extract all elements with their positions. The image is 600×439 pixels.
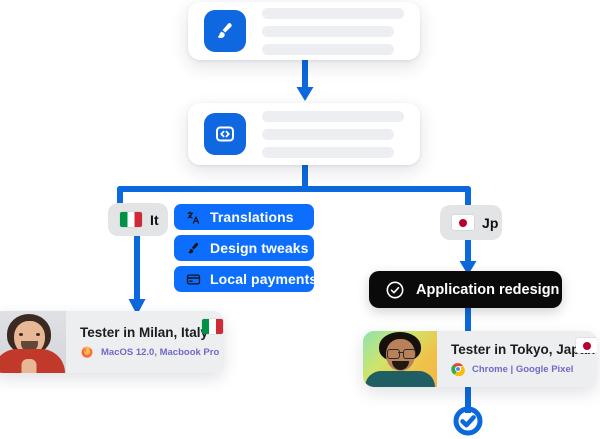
- skeleton-line: [262, 25, 395, 37]
- tester-info: Tester in Tokyo, Japan Chrome | Google P…: [437, 331, 597, 387]
- paintbrush-icon: [186, 241, 201, 256]
- italy-flag-icon: [120, 212, 142, 227]
- translate-icon: [186, 210, 201, 225]
- connector-tokyo-to-end: [465, 385, 471, 413]
- tester-card-milan[interactable]: Tester in Milan, Italy MacOS 12.0, Macbo…: [0, 311, 224, 373]
- badge-locale-jp-label: Jp: [482, 214, 499, 231]
- code-card[interactable]: [188, 103, 420, 165]
- skeleton-lines: [262, 110, 404, 158]
- tester-meta-label: Chrome | Google Pixel: [472, 363, 574, 375]
- chip-design-tweaks[interactable]: Design tweaks: [174, 235, 314, 261]
- tester-card-tokyo[interactable]: Tester in Tokyo, Japan Chrome | Google P…: [363, 331, 597, 387]
- tester-meta: MacOS 12.0, Macbook Pro: [80, 345, 219, 359]
- chip-local-payments[interactable]: Local payments: [174, 266, 318, 292]
- avatar: [363, 331, 437, 387]
- japan-flag-icon: [452, 215, 474, 230]
- tester-name: Tester in Tokyo, Japan: [451, 342, 596, 357]
- badge-locale-jp[interactable]: Jp: [440, 205, 502, 240]
- japan-flag-icon: [576, 338, 597, 353]
- badge-locale-it-label: It: [150, 211, 159, 228]
- skeleton-line: [262, 128, 395, 140]
- badge-locale-it[interactable]: It: [108, 203, 168, 236]
- skeleton-line: [262, 43, 395, 55]
- code-brackets-icon: [204, 113, 246, 155]
- task-pill-application-redesign[interactable]: Application redesign: [369, 271, 562, 308]
- italy-flag-icon: [202, 319, 224, 334]
- connector-it-to-milan: [128, 236, 146, 315]
- chrome-icon: [451, 362, 465, 376]
- tester-meta: Chrome | Google Pixel: [451, 362, 595, 376]
- task-pill-label: Application redesign: [416, 281, 560, 298]
- end-node-check-circle-icon: [453, 406, 483, 436]
- tester-name: Tester in Milan, Italy: [80, 325, 209, 340]
- skeleton-line: [262, 110, 404, 122]
- chip-translations-label: Translations: [210, 209, 294, 225]
- firefox-icon: [80, 345, 94, 359]
- design-card[interactable]: [188, 2, 420, 60]
- connector-stem-down: [302, 163, 308, 189]
- connector-horizontal-bar: [117, 186, 471, 192]
- chip-design-tweaks-label: Design tweaks: [210, 240, 309, 256]
- connector-card1-to-card2: [296, 60, 314, 101]
- feature-chip-list: Translations Design tweaks Local payment…: [174, 204, 318, 292]
- tester-info: Tester in Milan, Italy MacOS 12.0, Macbo…: [66, 311, 224, 373]
- chip-local-payments-label: Local payments: [210, 271, 318, 287]
- credit-card-icon: [186, 272, 201, 287]
- avatar: [0, 311, 66, 373]
- connector-task-to-tokyo: [465, 305, 471, 335]
- tester-meta-label: MacOS 12.0, Macbook Pro: [101, 346, 220, 358]
- chip-translations[interactable]: Translations: [174, 204, 314, 230]
- skeleton-line: [262, 7, 404, 19]
- connector-left-drop: [117, 186, 123, 206]
- paintbrush-icon: [204, 10, 246, 52]
- check-circle-icon: [385, 280, 405, 300]
- skeleton-line: [262, 146, 395, 158]
- skeleton-lines: [262, 7, 404, 55]
- connector-right-drop: [465, 186, 471, 208]
- connector-jp-to-task: [459, 240, 477, 275]
